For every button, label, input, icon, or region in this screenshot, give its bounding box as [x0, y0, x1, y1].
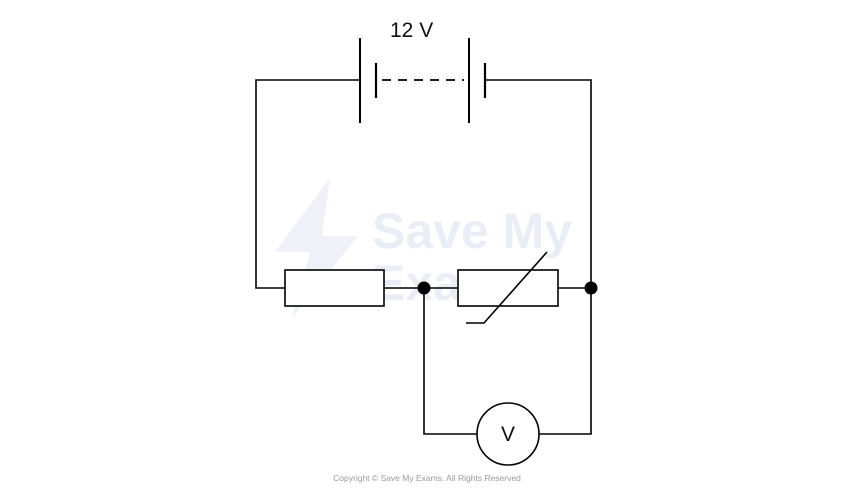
wire-right-loop — [485, 79, 592, 288]
watermark-line1: Save My — [372, 203, 572, 259]
battery — [359, 38, 487, 123]
fixed-resistor — [284, 269, 385, 307]
thermistor-body — [457, 269, 559, 307]
wire-left-loop — [255, 79, 360, 289]
supply-voltage-label: 12 V — [390, 19, 433, 42]
junction-node-left — [417, 281, 431, 295]
watermark-bolt-icon — [275, 178, 358, 318]
voltmeter: V — [476, 402, 540, 466]
copyright-notice: Copyright © Save My Exams. All Rights Re… — [333, 473, 521, 483]
thermistor — [457, 251, 559, 324]
wires — [255, 79, 592, 435]
voltmeter-symbol: V — [501, 423, 515, 446]
thermistor-diagonal — [466, 251, 548, 324]
wire-voltmeter-left — [423, 288, 477, 435]
voltmeter-circle — [476, 402, 540, 466]
wire-voltmeter-right — [539, 288, 592, 435]
junction-node-right — [584, 281, 598, 295]
